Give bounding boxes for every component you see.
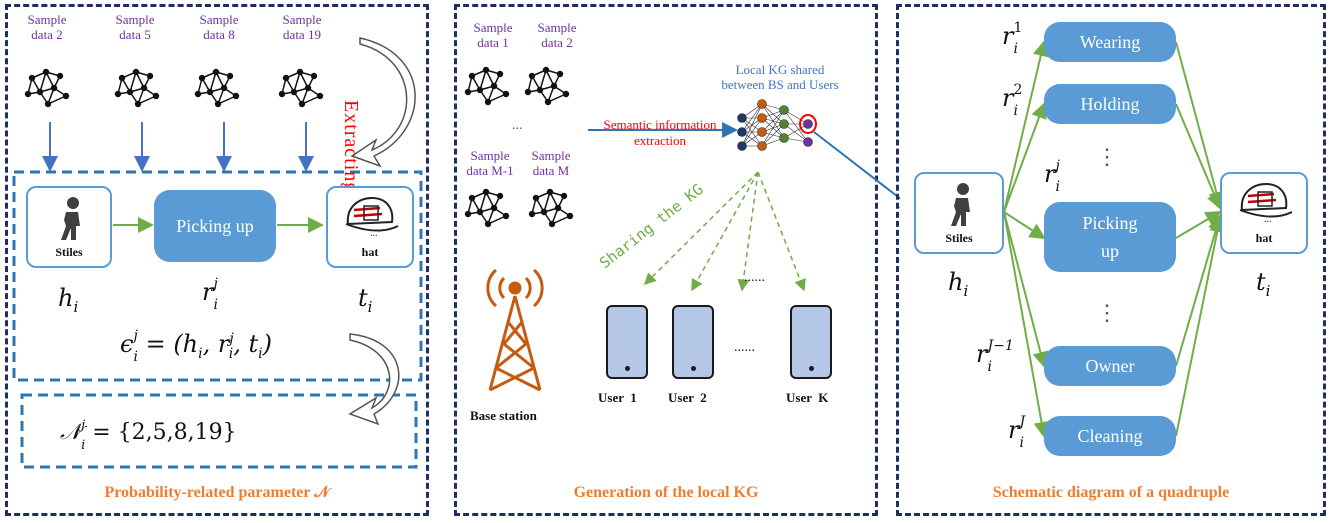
ellipsis: ... (512, 118, 523, 133)
vdots: ⋮ (1096, 144, 1118, 169)
relation-box: Picking up (1044, 202, 1176, 272)
head-entity-box: Stiles (26, 186, 112, 268)
graph-icon (464, 66, 510, 106)
panel2-graphics (464, 66, 900, 392)
head-entity-label: Stiles (55, 245, 83, 259)
user-label: User 1 (598, 390, 637, 405)
person-icon (61, 197, 80, 240)
relation-box: Owner (1044, 346, 1176, 386)
relation-box: Wearing (1044, 22, 1176, 62)
relation-box: Picking up (154, 190, 276, 262)
tail-entity-box: ... hat (326, 186, 414, 268)
tail-entity-box: ... hat (1220, 172, 1308, 254)
relation-box: Holding (1044, 84, 1176, 124)
head-entity-label: Stiles (945, 231, 973, 245)
head-symbol: hi (948, 268, 969, 300)
user-device (606, 305, 648, 379)
tail-entity-label: hat (1255, 231, 1273, 245)
dots-top: ...... (744, 270, 765, 285)
tail-symbol: ti (1256, 268, 1271, 300)
user-label: User K (786, 390, 829, 405)
graph-icon (464, 188, 510, 228)
svg-text:...: ... (1264, 214, 1272, 224)
tail-entity-label: hat (361, 245, 379, 259)
head-entity-box: Stiles (914, 172, 1004, 254)
user-label: User 2 (668, 390, 707, 405)
panel-local-kg (454, 4, 878, 516)
panel1-graphics (12, 37, 423, 469)
user-device (672, 305, 714, 379)
user-device (790, 305, 832, 379)
svg-text:...: ... (370, 228, 378, 238)
hat-icon: ... (345, 196, 399, 238)
panel3-caption: Schematic diagram of a quadruple (992, 484, 1230, 501)
person-icon (951, 183, 970, 226)
vdots: ⋮ (1096, 300, 1118, 325)
base-station-icon (486, 268, 544, 392)
graph-icon (24, 68, 70, 108)
panel2-caption: Generation of the local KG (573, 484, 759, 501)
dots-mid: ...... (734, 340, 755, 355)
panel1-caption: Probability-related parameter 𝒩 (104, 484, 330, 501)
graph-icon (114, 68, 160, 108)
graph-icon (194, 68, 240, 108)
hat-icon: ... (1239, 182, 1293, 224)
neural-network-icon (737, 99, 817, 151)
panel-quadruple (896, 4, 1326, 516)
local-kg-label: Local KG shared between BS and Users (721, 62, 839, 92)
head-symbol: hi (58, 284, 79, 316)
base-station-label: Base station (470, 408, 537, 423)
graph-icon (278, 68, 324, 108)
relation-box: Cleaning (1044, 416, 1176, 456)
graph-icon (524, 66, 570, 106)
panel3-graphics (1003, 40, 1226, 438)
panel-probability (5, 4, 429, 516)
tail-symbol: ti (358, 284, 373, 316)
graph-icon (528, 188, 574, 228)
extracting-label: Extracting (340, 100, 362, 194)
